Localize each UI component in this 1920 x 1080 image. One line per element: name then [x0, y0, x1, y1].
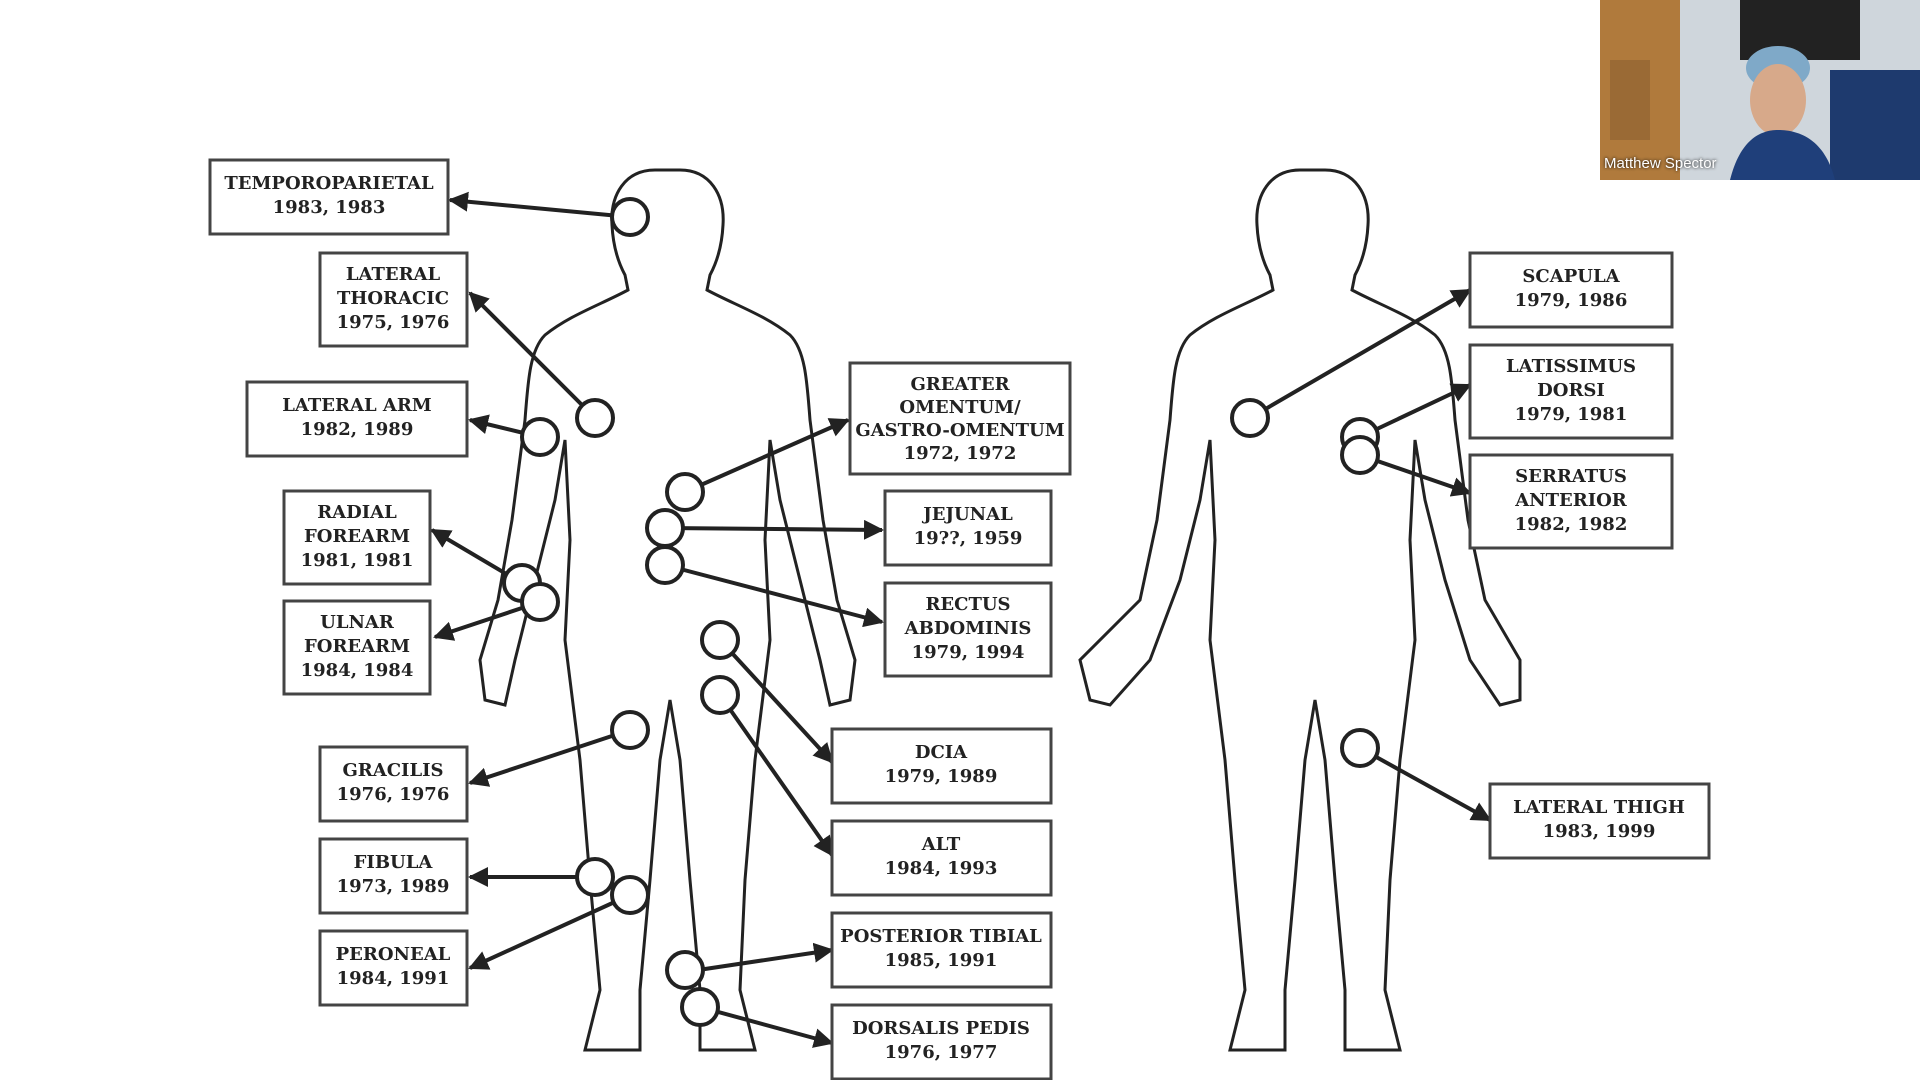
participant-name-label: Matthew Spector: [1604, 155, 1717, 172]
front-body-outline: [478, 168, 857, 1052]
label-boxes: [208, 158, 1711, 1080]
participant-video-tile[interactable]: Matthew Spector: [1600, 0, 1920, 180]
participant-video-feed: [1600, 0, 1920, 180]
donor-site-markers: [502, 197, 1380, 1027]
back-body-outline: [1078, 168, 1522, 1052]
